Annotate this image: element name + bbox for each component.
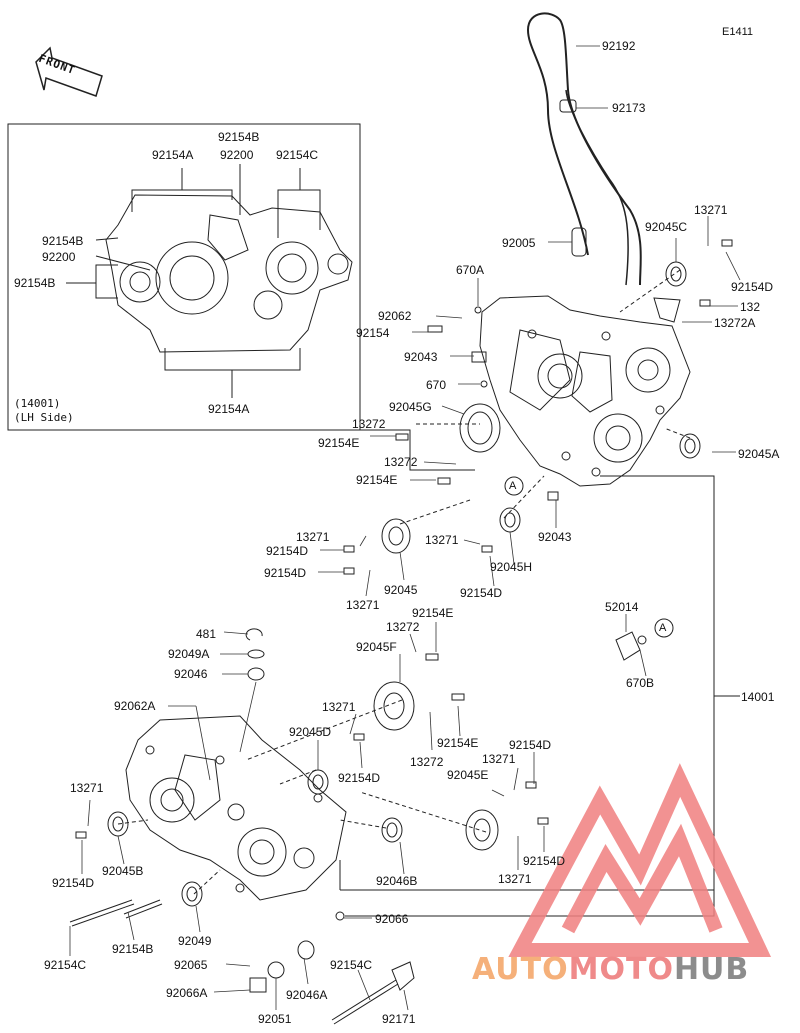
part-label: 132 bbox=[740, 300, 761, 314]
part-label: 92046A bbox=[286, 988, 328, 1002]
part-label: 13271 bbox=[694, 203, 728, 217]
part-label: 92045E bbox=[447, 768, 489, 782]
part-label: 92154E bbox=[318, 436, 360, 450]
part-label: 92154D bbox=[338, 771, 381, 785]
part-label: 92046 bbox=[174, 667, 208, 681]
part-label: 92171 bbox=[382, 1012, 416, 1026]
part-label: 92066A bbox=[166, 986, 208, 1000]
part-label: 92154C bbox=[330, 958, 373, 972]
part-label: 13271 bbox=[482, 752, 516, 766]
watermark-part: HUB bbox=[673, 952, 750, 987]
rh-crankcase bbox=[479, 295, 691, 487]
part-label: 670 bbox=[426, 378, 447, 392]
part-label: 92154E bbox=[356, 473, 398, 487]
part-label: 92045A bbox=[738, 447, 780, 461]
part-label: 92154E bbox=[412, 606, 454, 620]
part-label: 92154B bbox=[42, 234, 84, 248]
inset-note-part: (14001) bbox=[14, 397, 61, 410]
watermark-part: MOTO bbox=[568, 952, 674, 987]
part-label: 92045D bbox=[289, 725, 332, 739]
part-label: 92154D bbox=[731, 280, 774, 294]
part-label: 92154D bbox=[266, 544, 309, 558]
part-label: 92192 bbox=[602, 39, 636, 53]
part-label: 92045B bbox=[102, 864, 144, 878]
part-label: 92005 bbox=[502, 236, 536, 250]
part-label: 92154A bbox=[208, 402, 250, 416]
part-label: 92154C bbox=[276, 148, 319, 162]
diagram-code: E1411 bbox=[722, 26, 753, 38]
inset-frame bbox=[7, 123, 361, 431]
part-label: 14001 bbox=[741, 690, 775, 704]
part-label: 13271 bbox=[425, 533, 459, 547]
part-label: 92154D bbox=[460, 586, 503, 600]
part-label: 92045C bbox=[645, 220, 688, 234]
part-label: 13271 bbox=[296, 530, 330, 544]
part-label: 13271 bbox=[322, 700, 356, 714]
part-label: 92062A bbox=[114, 699, 156, 713]
part-label: 92051 bbox=[258, 1012, 292, 1026]
part-label: 92200 bbox=[220, 148, 254, 162]
reference-marker-a: A bbox=[509, 480, 517, 492]
watermark-part: AUTO bbox=[472, 952, 569, 987]
part-label: 13272 bbox=[386, 620, 420, 634]
watermark-text: AUTOMOTOHUB bbox=[472, 952, 749, 987]
part-label: 13272 bbox=[352, 417, 386, 431]
part-label: 13272A bbox=[714, 316, 756, 330]
part-label: 92154B bbox=[218, 130, 260, 144]
part-label: 92062 bbox=[378, 309, 412, 323]
part-label: 670A bbox=[456, 263, 485, 277]
reference-marker-a: A bbox=[659, 622, 667, 634]
lh-crankcase bbox=[125, 715, 347, 901]
part-label: 92065 bbox=[174, 958, 208, 972]
part-label: 13272 bbox=[384, 455, 418, 469]
part-label: 92173 bbox=[612, 101, 646, 115]
part-label: 92154 bbox=[356, 326, 390, 340]
part-label: 92049A bbox=[168, 647, 210, 661]
part-label: 670B bbox=[626, 676, 655, 690]
inset-note-side: (LH Side) bbox=[14, 411, 74, 424]
part-label: 92154D bbox=[509, 738, 552, 752]
part-label: 92154A bbox=[152, 148, 194, 162]
part-label: 92154D bbox=[264, 566, 307, 580]
part-label: 92045H bbox=[490, 560, 533, 574]
part-label: 92154D bbox=[52, 876, 95, 890]
part-label: 13271 bbox=[70, 781, 104, 795]
part-label: 92049 bbox=[178, 934, 212, 948]
part-label: 13272 bbox=[410, 755, 444, 769]
part-label: 92154D bbox=[523, 854, 566, 868]
part-label: 92066 bbox=[375, 912, 409, 926]
part-label: 92154C bbox=[44, 958, 87, 972]
part-label: 92154B bbox=[14, 276, 56, 290]
part-label: 92154B bbox=[112, 942, 154, 956]
part-label: 13271 bbox=[498, 872, 532, 886]
part-label: 13271 bbox=[346, 598, 380, 612]
part-label: 92046B bbox=[376, 874, 418, 888]
part-label: 92043 bbox=[404, 350, 438, 364]
part-label: 92045G bbox=[389, 400, 432, 414]
part-label: 52014 bbox=[605, 600, 639, 614]
part-label: 92045 bbox=[384, 583, 418, 597]
watermark-logo bbox=[508, 763, 772, 957]
part-label: 92154E bbox=[437, 736, 479, 750]
part-label: 92043 bbox=[538, 530, 572, 544]
part-label: 92200 bbox=[42, 250, 76, 264]
part-label: 481 bbox=[196, 627, 217, 641]
part-label: 92045F bbox=[356, 640, 397, 654]
